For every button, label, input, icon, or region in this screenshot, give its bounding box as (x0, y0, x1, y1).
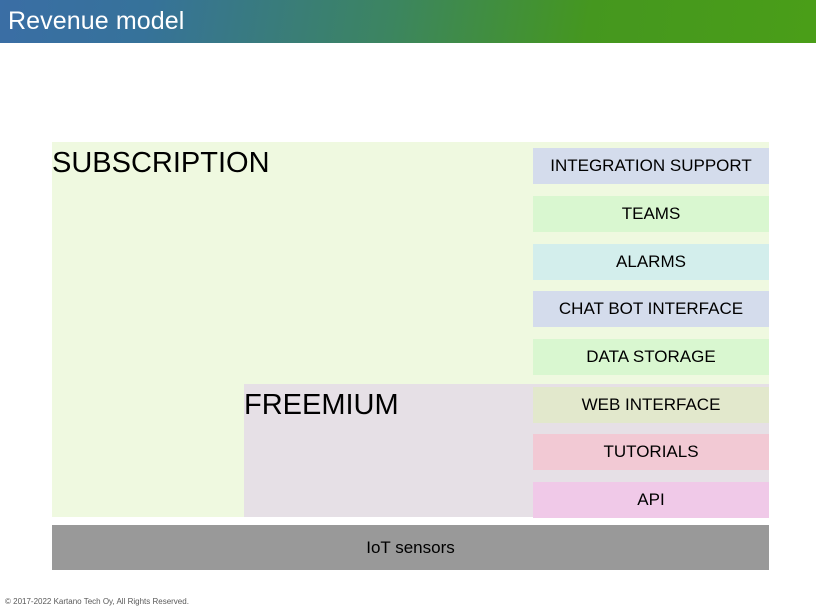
slide-header-bar: Revenue model (0, 0, 816, 43)
page-title: Revenue model (8, 7, 185, 35)
tier-label-freemium: FREEMIUM (244, 389, 399, 421)
feature-box-chat-bot-interface[interactable]: CHAT BOT INTERFACE (533, 291, 769, 327)
footer-copyright: © 2017-2022 Kartano Tech Oy, All Rights … (5, 597, 189, 606)
feature-box-teams[interactable]: TEAMS (533, 196, 769, 232)
feature-box-integration-support[interactable]: INTEGRATION SUPPORT (533, 148, 769, 184)
feature-box-web-interface[interactable]: WEB INTERFACE (533, 387, 769, 423)
feature-box-tutorials[interactable]: TUTORIALS (533, 434, 769, 470)
tier-label-subscription: SUBSCRIPTION (52, 147, 270, 179)
feature-box-alarms[interactable]: ALARMS (533, 244, 769, 280)
feature-box-api[interactable]: API (533, 482, 769, 518)
feature-box-data-storage[interactable]: DATA STORAGE (533, 339, 769, 375)
foundation-bar-iot-sensors[interactable]: IoT sensors (52, 525, 769, 570)
